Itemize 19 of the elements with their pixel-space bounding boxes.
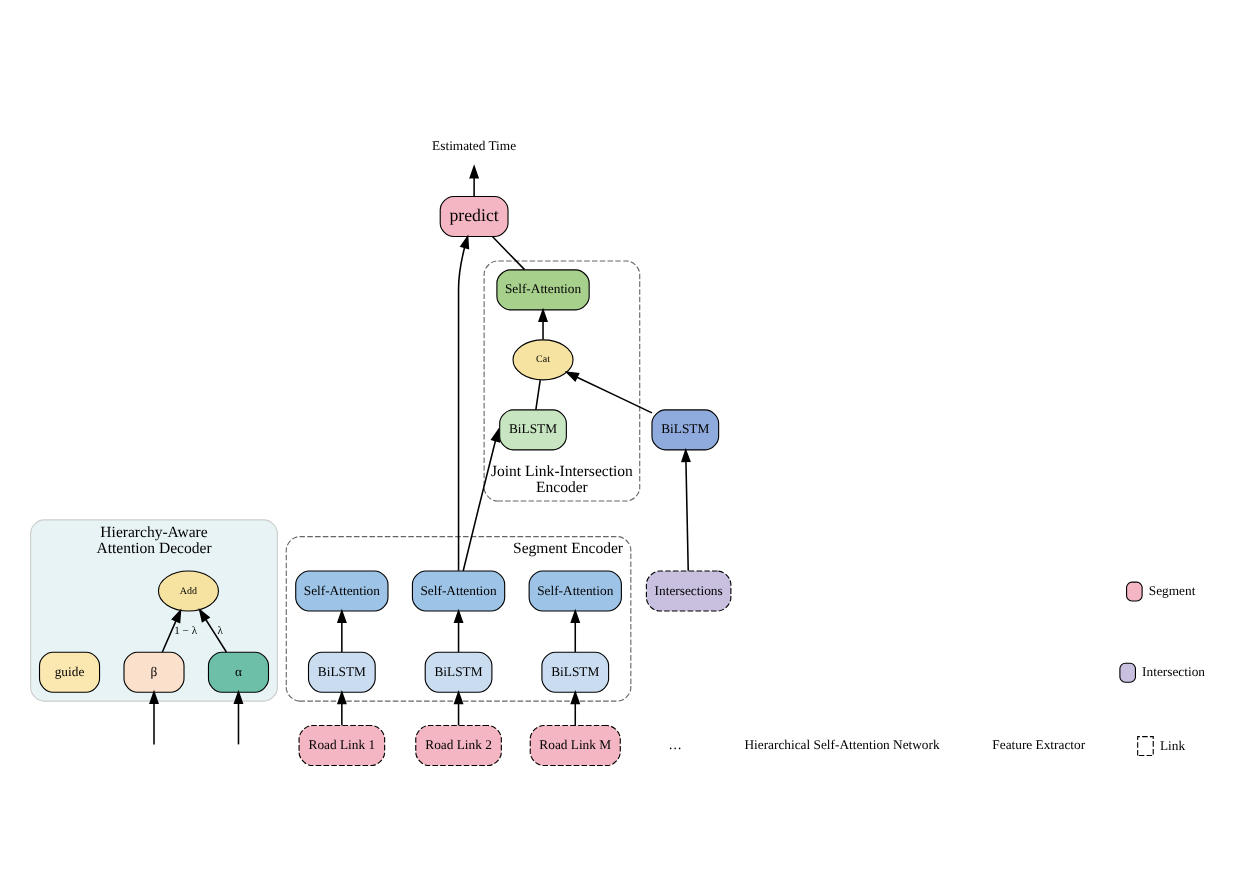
arrow [570, 608, 581, 653]
node-box: predict [439, 195, 509, 238]
arrow [462, 427, 501, 572]
arrow [198, 608, 228, 653]
arrow [149, 689, 159, 746]
connector [491, 235, 526, 271]
arrow [161, 608, 182, 653]
arrow [538, 307, 548, 341]
arrow [564, 371, 653, 414]
arrow [336, 690, 347, 727]
arrow [453, 608, 464, 653]
connector [535, 379, 541, 411]
arrow [453, 690, 464, 727]
arrow [570, 690, 581, 727]
arrow [233, 689, 244, 746]
arrow [457, 234, 470, 572]
arrow [680, 447, 691, 572]
arrow [336, 608, 347, 653]
arrow [469, 164, 480, 197]
